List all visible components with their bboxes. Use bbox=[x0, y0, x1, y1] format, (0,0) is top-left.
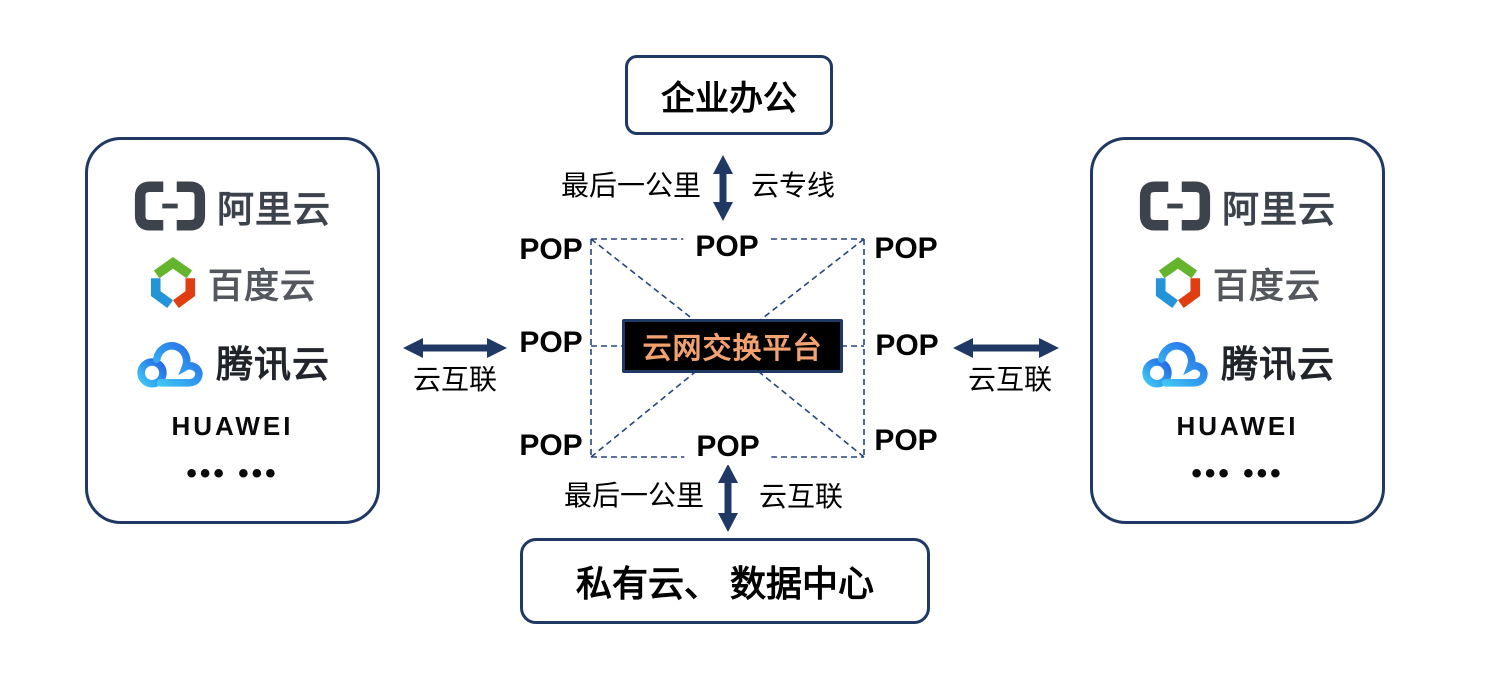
baidu-cloud-label: 百度云 bbox=[1212, 266, 1321, 306]
cloud-providers-panel-left: 阿里云 百度云 腾讯云 HUAWEI ••• ••• bbox=[85, 137, 380, 524]
baidu-cloud-icon bbox=[1155, 256, 1201, 308]
pop-label-middle-right: POP bbox=[875, 329, 939, 362]
tencent-cloud-icon bbox=[1142, 341, 1208, 388]
alibaba-cloud-label: 阿里云 bbox=[1222, 188, 1336, 230]
last-mile-label-bottom: 最后一公里 bbox=[563, 480, 705, 511]
tencent-cloud-label: 腾讯云 bbox=[216, 344, 330, 385]
pop-label-top-center: POP bbox=[683, 229, 771, 265]
left-double-arrow bbox=[403, 338, 507, 358]
baidu-cloud-row: 百度云 bbox=[149, 255, 316, 311]
top-double-arrow bbox=[713, 155, 733, 221]
pop-label-bottom-right: POP bbox=[874, 424, 938, 457]
enterprise-office-node: 企业办公 bbox=[625, 55, 833, 135]
pop-label-middle-left: POP bbox=[519, 326, 583, 359]
enterprise-office-label: 企业办公 bbox=[661, 79, 797, 118]
huawei-label: HUAWEI bbox=[171, 411, 294, 441]
private-cloud-datacenter-label: 私有云、 数据中心 bbox=[575, 563, 874, 604]
alibaba-cloud-icon bbox=[1139, 180, 1211, 231]
cloud-interconnect-label-left: 云互联 bbox=[412, 364, 498, 395]
alibaba-cloud-label: 阿里云 bbox=[217, 188, 331, 230]
cloud-dedicated-line-label: 云专线 bbox=[750, 170, 836, 201]
bottom-double-arrow bbox=[718, 464, 738, 532]
huawei-label: HUAWEI bbox=[1176, 411, 1299, 441]
pop-label-bottom-left: POP bbox=[519, 429, 583, 462]
tencent-cloud-icon bbox=[137, 341, 203, 388]
cloud-interconnect-label-right: 云互联 bbox=[967, 364, 1053, 395]
baidu-cloud-row: 百度云 bbox=[1154, 255, 1321, 311]
last-mile-label-top: 最后一公里 bbox=[560, 170, 702, 201]
platform-label: 云网交换平台 bbox=[642, 333, 823, 365]
pop-label-top-right: POP bbox=[874, 232, 938, 265]
right-double-arrow bbox=[953, 338, 1059, 358]
cloud-interconnect-label-bottom: 云互联 bbox=[758, 481, 844, 512]
tencent-cloud-label: 腾讯云 bbox=[1221, 344, 1335, 385]
more-providers-dots: ••• ••• bbox=[186, 456, 279, 490]
tencent-cloud-row: 腾讯云 bbox=[1140, 334, 1335, 389]
cloud-providers-panel-right: 阿里云 百度云 腾讯云 HUAWEI ••• ••• bbox=[1090, 137, 1385, 524]
cloud-network-exchange-platform-node: 云网交换平台 bbox=[622, 319, 843, 373]
baidu-cloud-icon bbox=[150, 256, 196, 308]
tencent-cloud-row: 腾讯云 bbox=[135, 334, 330, 389]
alibaba-cloud-row: 阿里云 bbox=[1139, 179, 1336, 233]
more-providers-dots: ••• ••• bbox=[1191, 456, 1284, 490]
private-cloud-datacenter-node: 私有云、 数据中心 bbox=[520, 538, 930, 624]
alibaba-cloud-row: 阿里云 bbox=[134, 179, 331, 233]
pop-label-top-left: POP bbox=[519, 233, 583, 266]
pop-label-bottom-center: POP bbox=[684, 429, 772, 465]
alibaba-cloud-icon bbox=[134, 180, 206, 231]
baidu-cloud-label: 百度云 bbox=[207, 266, 316, 306]
